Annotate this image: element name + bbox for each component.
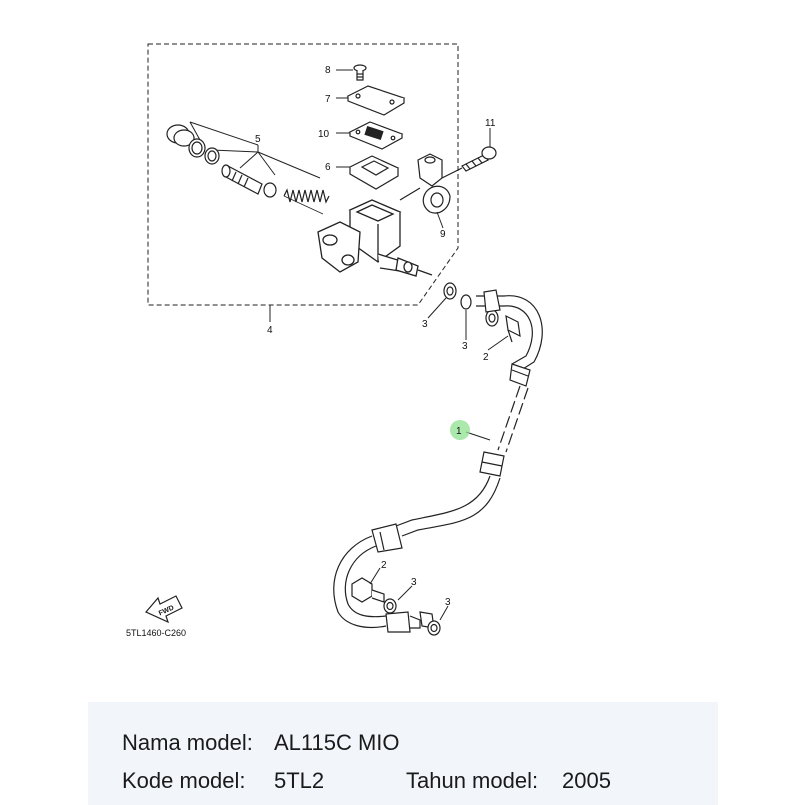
callout-3-upper-left[interactable]: 3 xyxy=(422,319,428,330)
assembly-box xyxy=(147,43,459,306)
callout-7[interactable]: 7 xyxy=(325,94,331,105)
callout-10[interactable]: 10 xyxy=(318,129,330,140)
callout-3-upper-right[interactable]: 3 xyxy=(462,341,468,352)
piston-circlip xyxy=(166,124,220,165)
model-code-value: 5TL2 xyxy=(274,768,325,793)
diaphragm xyxy=(348,155,400,190)
callout-3-lower-left[interactable]: 3 xyxy=(411,577,417,588)
piston xyxy=(221,164,277,198)
callout-6[interactable]: 6 xyxy=(325,162,331,173)
lower-fittings xyxy=(351,577,441,636)
parts-diagram: 8 7 10 6 5 11 9 4 3 3 2 1 2 3 3 FWD 5TL1… xyxy=(126,43,543,638)
model-name-value: AL115C MIO xyxy=(274,730,400,755)
master-cylinder-body xyxy=(317,199,433,277)
callout-11[interactable]: 11 xyxy=(485,118,496,129)
callout-5[interactable]: 5 xyxy=(255,134,261,145)
callout-2-upper[interactable]: 2 xyxy=(483,352,489,363)
cap-screw xyxy=(353,64,367,81)
brake-hose xyxy=(333,289,543,633)
reservoir-cap xyxy=(346,85,406,116)
callout-2-lower[interactable]: 2 xyxy=(381,560,387,571)
model-year-label: Tahun model: xyxy=(406,768,539,793)
piston-kit-bracket xyxy=(189,121,321,179)
fwd-arrow-icon: FWD xyxy=(145,595,183,624)
callout-3-lower-right[interactable]: 3 xyxy=(445,597,451,608)
callout-8[interactable]: 8 xyxy=(325,65,331,76)
diaphragm-plate xyxy=(348,121,404,150)
model-year-value: 2005 xyxy=(562,768,611,793)
drawing-code: 5TL1460-C260 xyxy=(126,628,186,638)
callout-9[interactable]: 9 xyxy=(440,229,446,240)
model-name-label: Nama model: xyxy=(122,730,253,755)
model-code-label: Kode model: xyxy=(122,768,246,793)
clamp-bolt xyxy=(441,146,497,179)
callout-4[interactable]: 4 xyxy=(267,325,273,336)
handle-clamp xyxy=(399,153,451,214)
selected-part-highlight[interactable] xyxy=(450,420,470,440)
model-info-panel: Nama model: AL115C MIO Kode model: 5TL2 … xyxy=(88,702,718,805)
piston-spring xyxy=(283,188,330,215)
upper-fittings xyxy=(443,282,521,343)
callout-1[interactable]: 1 xyxy=(456,426,462,437)
